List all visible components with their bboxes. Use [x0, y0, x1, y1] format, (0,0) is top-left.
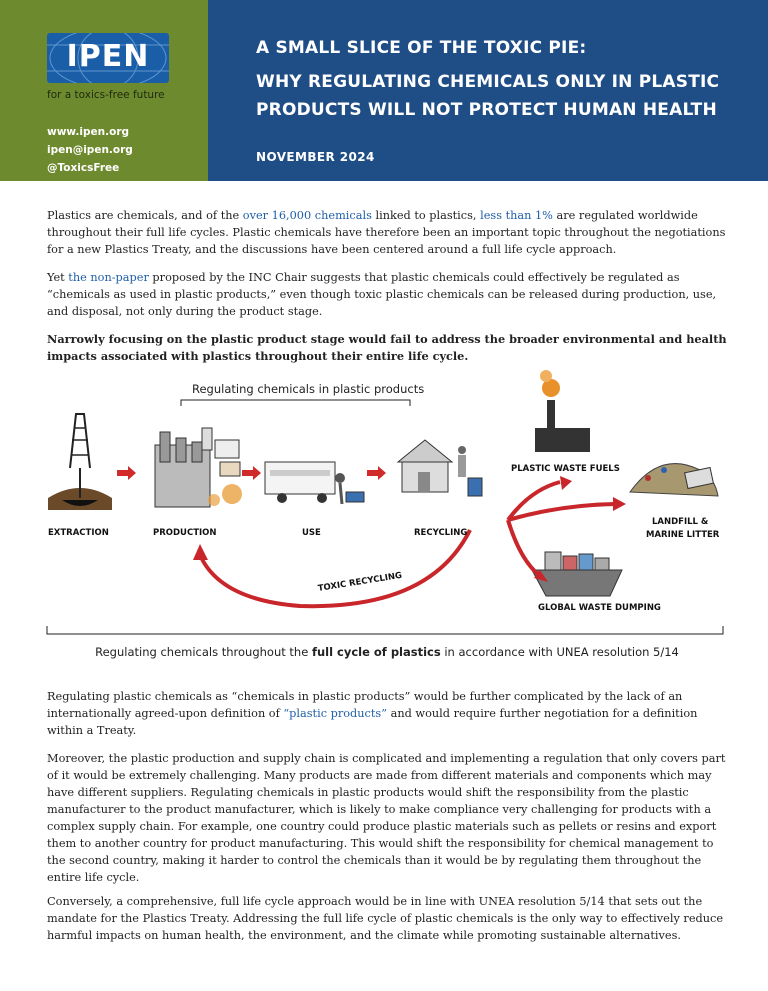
text-span: Regulating chemicals throughout the: [95, 645, 312, 659]
stage-plastic-waste-fuels: PLASTIC WASTE FUELS: [511, 464, 620, 474]
text-span: in accordance with UNEA resolution 5/14: [440, 645, 679, 659]
non-paper-link[interactable]: the non-paper: [68, 271, 149, 284]
landfill-icon: [629, 463, 719, 497]
top-bracket: [180, 399, 411, 406]
intro-paragraph-3: Narrowly focusing on the plastic product…: [47, 332, 727, 363]
stage-global-waste-dumping: GLOBAL WASTE DUMPING: [538, 603, 661, 613]
stage-landfill-line2: MARINE LITTER: [646, 530, 720, 540]
regulated-share-link[interactable]: less than 1%: [480, 209, 553, 222]
chemicals-count-link[interactable]: over 16,000 chemicals: [242, 209, 372, 222]
end-of-life-arrows: [198, 480, 616, 609]
ipen-logo: IPEN: [47, 33, 169, 83]
text-span: Yet: [47, 271, 69, 284]
stage-recycling: RECYCLING: [414, 528, 468, 538]
text-span: are regulated worldwide throughout their…: [47, 209, 726, 256]
body-paragraph-2: Moreover, the plastic production and sup…: [47, 752, 726, 884]
title-line-1: A SMALL SLICE OF THE TOXIC PIE:: [256, 38, 587, 58]
truck-shopper-icon: [264, 461, 365, 505]
arrow-heads: [193, 476, 626, 582]
cargo-ship-icon: [531, 551, 623, 597]
oil-rig-icon: [48, 413, 112, 510]
diagram-bottom-label: Regulating chemicals throughout the full…: [47, 645, 727, 659]
body-paragraph-1: Regulating plastic chemicals as “chemica…: [47, 688, 727, 739]
header-blue-panel: [208, 0, 768, 181]
intro-paragraph-2: Yet the non-paper proposed by the INC Ch…: [47, 269, 727, 320]
text-span: linked to plastics,: [371, 209, 481, 222]
text-span: Regulating plastic chemicals as “chemica…: [47, 690, 683, 720]
email-link[interactable]: ipen@ipen.org: [47, 144, 133, 156]
globe-grid-icon: [47, 33, 169, 83]
twitter-handle[interactable]: @ToxicsFree: [47, 162, 120, 174]
burning-factory-icon: [535, 370, 590, 452]
title-line-2: WHY REGULATING CHEMICALS ONLY IN PLASTIC: [256, 72, 720, 92]
website-link[interactable]: www.ipen.org: [47, 126, 130, 138]
stage-use: USE: [302, 528, 321, 538]
logo-tagline: for a toxics-free future: [47, 89, 165, 101]
stage-landfill-line1: LANDFILL &: [652, 517, 709, 527]
intro-paragraph-1: Plastics are chemicals, and of the over …: [47, 207, 727, 258]
house-recycling-icon: [396, 439, 483, 497]
text-span: and would require further negotiation fo…: [47, 707, 698, 737]
bold-span: full cycle of plastics: [311, 645, 441, 659]
title-line-3: PRODUCTS WILL NOT PROTECT HUMAN HEALTH: [256, 100, 717, 120]
text-span: proposed by the INC Chair suggests that …: [47, 271, 717, 318]
header-green-panel: [0, 0, 208, 181]
diagram-top-label: Regulating chemicals in plastic products: [192, 382, 425, 396]
stage-extraction: EXTRACTION: [48, 528, 109, 538]
factory-icon: [154, 427, 242, 508]
logo-wordmark: IPEN: [66, 39, 150, 74]
publication-date: NOVEMBER 2024: [256, 150, 375, 164]
forward-arrows: [117, 466, 386, 480]
bottom-bracket: [46, 626, 724, 635]
body-paragraph-3: Conversely, a comprehensive, full life c…: [47, 895, 724, 942]
stage-production: PRODUCTION: [153, 528, 217, 538]
page-title: A SMALL SLICE OF THE TOXIC PIE: WHY REGU…: [256, 34, 736, 124]
text-span: Plastics are chemicals, and of the: [47, 209, 243, 222]
toxic-recycling-arrow: [198, 529, 472, 609]
plastic-products-link[interactable]: “plastic products”: [283, 707, 387, 720]
